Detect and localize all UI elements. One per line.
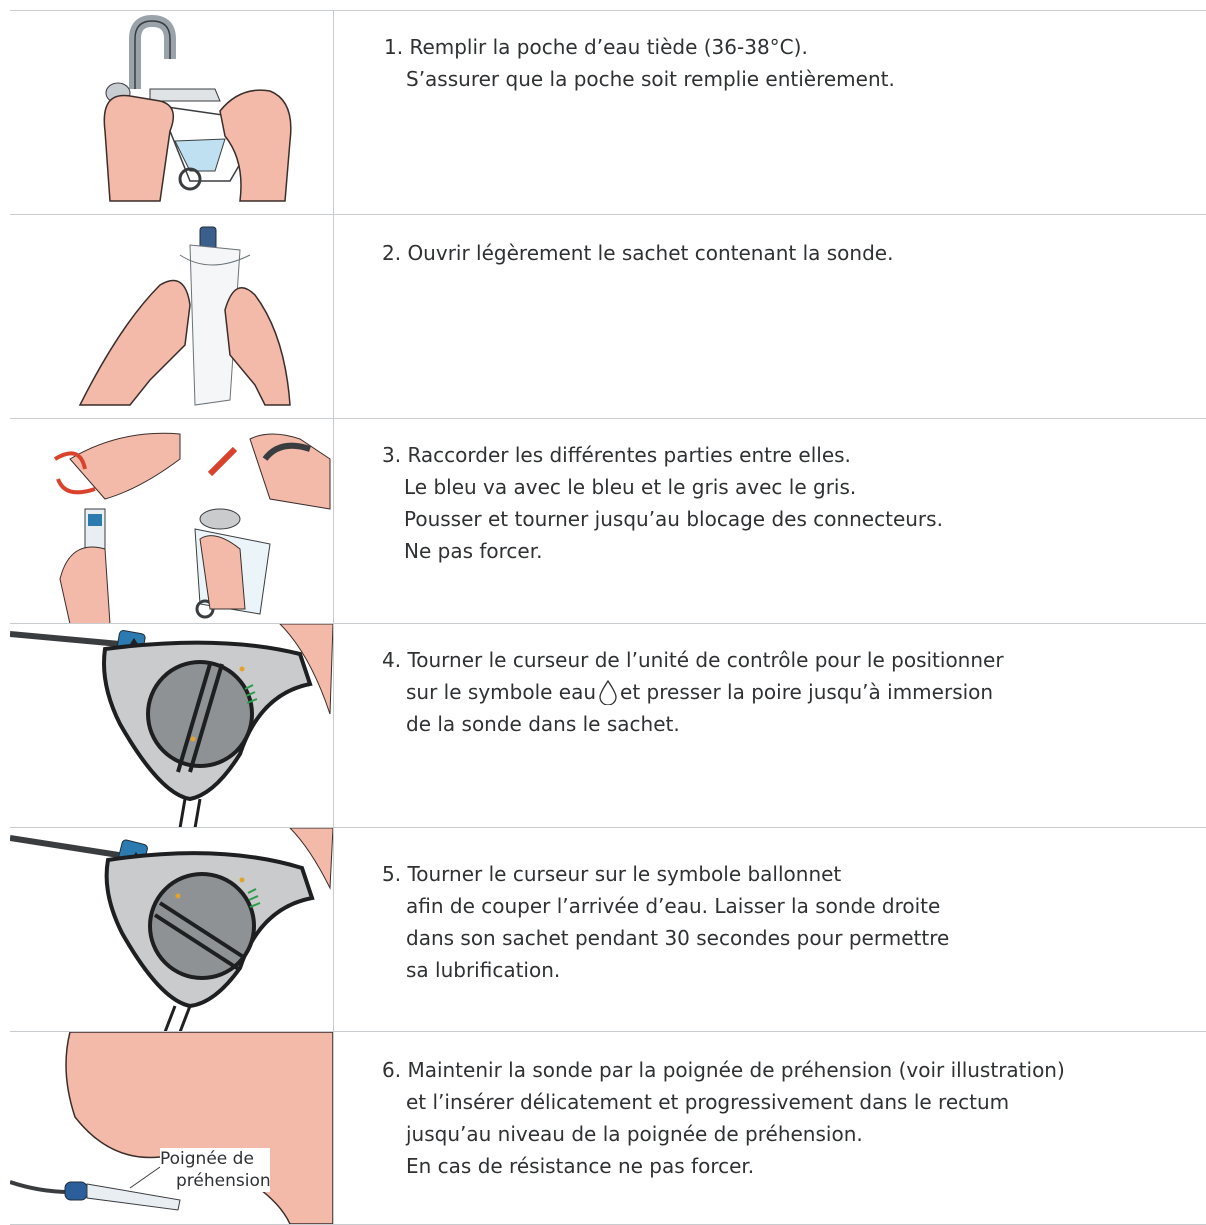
insert-probe-illustration: Poignée de préhension <box>10 1032 334 1224</box>
step-2-line-1: 2. Ouvrir légèrement le sachet contenant… <box>382 237 1196 269</box>
step-4-line-1: 4. Tourner le curseur de l’unité de cont… <box>382 644 1196 676</box>
step-1-line-1: 1. Remplir la poche d’eau tiède (36-38°C… <box>382 31 1196 63</box>
grip-callout: Poignée de préhension <box>160 1148 270 1192</box>
step-4-line-2: sur le symbole eau et presser la poire ju… <box>382 676 1196 708</box>
step-1-line-2: S’assurer que la poche soit remplie enti… <box>382 63 1196 95</box>
step-row-4: 4. Tourner le curseur de l’unité de cont… <box>10 623 1206 828</box>
step-row-6: Poignée de préhension 6. Maintenir la so… <box>10 1031 1206 1225</box>
step-3-text: 3. Raccorder les différentes parties ent… <box>382 439 1196 567</box>
step-4-line-2b: et presser la poire jusqu’à immersion <box>620 680 993 704</box>
grip-callout-line-2: préhension <box>160 1170 270 1192</box>
step-4-text: 4. Tourner le curseur de l’unité de cont… <box>382 644 1196 740</box>
step-5-text: 5. Tourner le curseur sur le symbole bal… <box>382 858 1196 986</box>
step-row-1: 1. Remplir la poche d’eau tiède (36-38°C… <box>10 10 1206 215</box>
open-pouch-illustration <box>10 215 334 419</box>
control-unit-balloon-illustration <box>10 828 334 1032</box>
step-5-line-1: 5. Tourner le curseur sur le symbole bal… <box>382 858 1196 890</box>
connect-parts-illustration <box>10 419 334 624</box>
step-3-line-4: Ne pas forcer. <box>382 535 1196 567</box>
step-row-5: 5. Tourner le curseur sur le symbole bal… <box>10 827 1206 1032</box>
step-row-3: 3. Raccorder les différentes parties ent… <box>10 418 1206 624</box>
step-6-line-4: En cas de résistance ne pas forcer. <box>382 1150 1196 1182</box>
control-unit-water-illustration <box>10 624 334 828</box>
step-3-line-2: Le bleu va avec le bleu et le gris avec … <box>382 471 1196 503</box>
step-5-line-3: dans son sachet pendant 30 secondes pour… <box>382 922 1196 954</box>
step-6-line-3: jusqu’au niveau de la poignée de préhens… <box>382 1118 1196 1150</box>
step-5-line-2: afin de couper l’arrivée d’eau. Laisser … <box>382 890 1196 922</box>
step-row-2: 2. Ouvrir légèrement le sachet contenant… <box>10 214 1206 419</box>
step-6-text: 6. Maintenir la sonde par la poignée de … <box>382 1054 1196 1182</box>
step-2-text: 2. Ouvrir légèrement le sachet contenant… <box>382 237 1196 269</box>
step-6-line-2: et l’insérer délicatement et progressive… <box>382 1086 1196 1118</box>
step-6-line-1: 6. Maintenir la sonde par la poignée de … <box>382 1054 1196 1086</box>
grip-callout-line-1: Poignée de <box>160 1148 270 1170</box>
water-drop-icon <box>598 679 618 705</box>
step-3-line-3: Pousser et tourner jusqu’au blocage des … <box>382 503 1196 535</box>
step-4-line-2a: sur le symbole eau <box>406 680 596 704</box>
step-1-text: 1. Remplir la poche d’eau tiède (36-38°C… <box>382 31 1196 95</box>
fill-bag-illustration <box>10 11 334 215</box>
step-3-line-1: 3. Raccorder les différentes parties ent… <box>382 439 1196 471</box>
step-4-line-3: de la sonde dans le sachet. <box>382 708 1196 740</box>
step-5-line-4: sa lubrification. <box>382 954 1196 986</box>
